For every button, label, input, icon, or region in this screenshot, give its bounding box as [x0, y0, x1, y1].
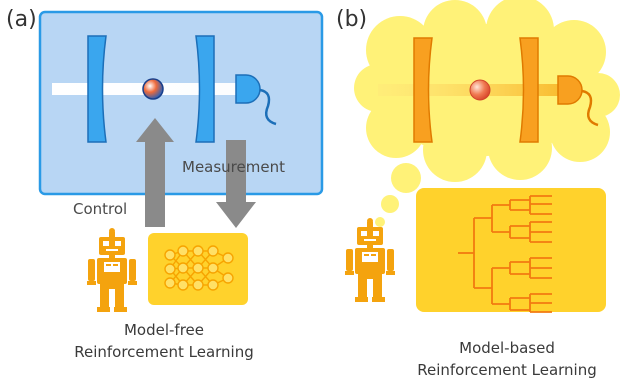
cavity-mirror-right-1	[413, 37, 433, 143]
agent-box-right	[416, 188, 606, 312]
robot-icon-right	[345, 218, 395, 302]
cavity-mirror-left-1	[87, 35, 107, 143]
measurement-label: Measurement	[182, 158, 285, 176]
caption-left-line1: Model-free	[124, 321, 204, 339]
caption-right-line2: Reinforcement Learning	[417, 361, 597, 379]
caption-right-line1: Model-based	[459, 339, 555, 357]
atom-icon-model	[469, 79, 491, 101]
robot-icon	[87, 228, 137, 312]
cavity-mirror-left-2	[195, 35, 215, 143]
photodetector-icon	[235, 74, 277, 126]
neural-network-icon	[164, 245, 234, 291]
atom-icon	[142, 78, 164, 100]
cavity-mirror-right-2	[519, 37, 539, 143]
decision-tree-icon	[458, 195, 552, 313]
measurement-arrow	[216, 140, 256, 228]
panel-label-a: (a)	[6, 7, 37, 32]
control-label: Control	[73, 200, 127, 218]
panel-label-b: (b)	[336, 7, 367, 32]
caption-left-line2: Reinforcement Learning	[74, 343, 254, 361]
photodetector-icon-model	[557, 75, 599, 127]
control-arrow	[136, 118, 174, 227]
lab-box-left	[38, 10, 324, 196]
